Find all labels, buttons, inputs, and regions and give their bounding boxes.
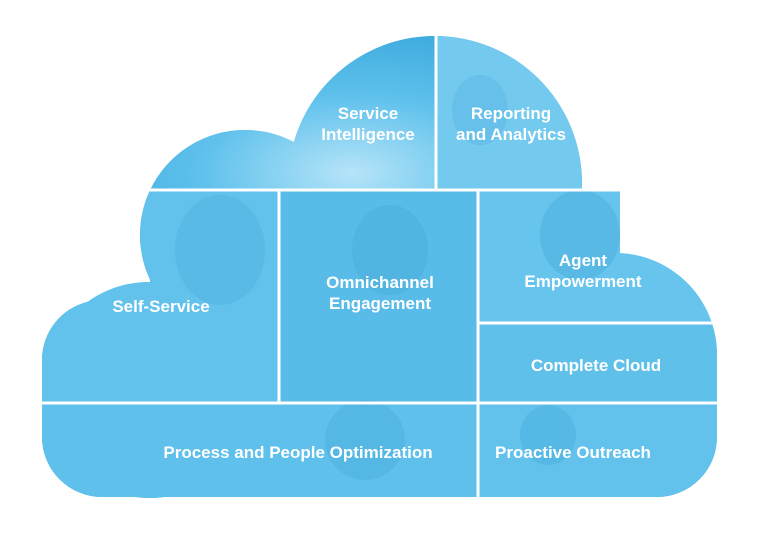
agent-empowerment-label-2: Empowerment [524, 272, 641, 291]
omnichannel-label-2: Engagement [329, 294, 431, 313]
tile-complete-cloud[interactable] [478, 323, 738, 403]
agent-empowerment-label-1: Agent [559, 251, 608, 270]
process-people-label: Process and People Optimization [163, 443, 432, 462]
person-silhouette [520, 405, 576, 465]
person-silhouette [540, 190, 620, 280]
service-intelligence-label-2: Intelligence [321, 125, 415, 144]
service-intelligence-label-1: Service [338, 104, 399, 123]
tile-proactive-outreach[interactable] [478, 403, 738, 513]
person-silhouette [352, 205, 428, 295]
person-silhouette [325, 400, 405, 480]
tile-process-people-optimization[interactable] [30, 403, 478, 513]
proactive-outreach-label: Proactive Outreach [495, 443, 651, 462]
reporting-analytics-label-1: Reporting [471, 104, 551, 123]
self-service-label: Self-Service [112, 297, 209, 316]
omnichannel-label-1: Omnichannel [326, 273, 434, 292]
person-silhouette [175, 195, 265, 305]
reporting-analytics-label-2: and Analytics [456, 125, 566, 144]
person-silhouette [452, 75, 508, 145]
complete-cloud-label: Complete Cloud [531, 356, 661, 375]
